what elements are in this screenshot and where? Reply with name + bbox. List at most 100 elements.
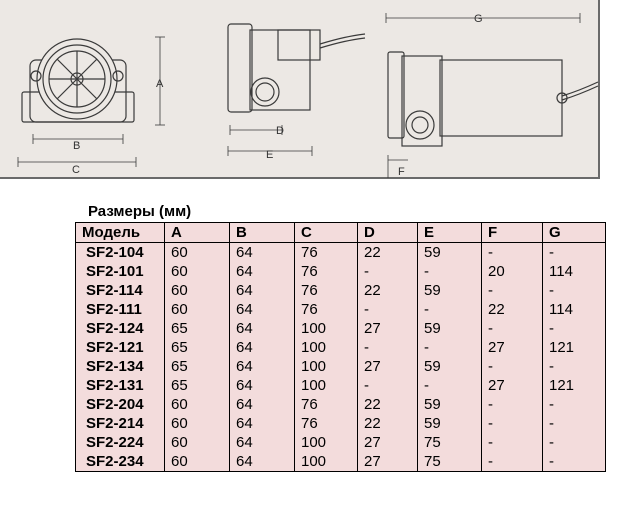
dimension-cell: - [542,433,606,452]
dimension-cell: - [417,262,482,281]
dimension-cell: 114 [542,300,606,319]
dimension-cell: 59 [417,357,482,376]
column-header: G [542,222,606,243]
dimension-cell: 64 [229,452,295,472]
dimension-cell: 64 [229,376,295,395]
dimension-cell: 76 [294,395,358,414]
dimension-cell: 60 [164,433,230,452]
dimension-cell: 76 [294,414,358,433]
dimension-cell: - [357,300,418,319]
dimension-cell: - [357,262,418,281]
dimension-cell: 59 [417,319,482,338]
table-header-row: Модель A B C D E F G [75,222,606,243]
column-header: F [481,222,543,243]
model-cell: SF2-234 [75,452,165,472]
column-header: E [417,222,482,243]
table-title: Размеры (мм) [88,203,192,220]
dimension-cell: - [417,300,482,319]
dimension-cell: 22 [357,242,418,262]
dimension-cell: 20 [481,262,543,281]
dim-label-b: B [73,140,80,152]
column-header: Модель [75,222,165,243]
dimension-cell: 22 [481,300,543,319]
dimension-cell: 64 [229,433,295,452]
dimension-cell: 27 [357,319,418,338]
dimension-cell: 60 [164,281,230,300]
dimension-cell: 100 [294,357,358,376]
dim-label-d: D [276,125,284,137]
dimension-cell: 64 [229,262,295,281]
dimension-cell: 64 [229,414,295,433]
dimension-cell: 121 [542,338,606,357]
model-cell: SF2-114 [75,281,165,300]
dimension-cell: - [417,338,482,357]
dimension-cell: 64 [229,357,295,376]
column-header: D [357,222,418,243]
dimension-cell: 65 [164,319,230,338]
model-cell: SF2-214 [75,414,165,433]
dimension-cell: 59 [417,281,482,300]
dimension-cell: 27 [481,376,543,395]
technical-drawing-panel: A B C D E F G [0,0,600,179]
model-cell: SF2-121 [75,338,165,357]
dimension-cell: 64 [229,338,295,357]
dimension-cell: - [481,414,543,433]
dim-label-g: G [474,13,483,25]
model-cell: SF2-131 [75,376,165,395]
dimension-cell: - [417,376,482,395]
model-cell: SF2-101 [75,262,165,281]
dimension-cell: - [481,452,543,472]
dimension-cell: - [481,395,543,414]
dimension-cell: - [542,414,606,433]
column-header: B [229,222,295,243]
dimension-cell: 60 [164,242,230,262]
front-view-drawing [21,38,135,123]
dimension-cell: 64 [229,319,295,338]
dimension-cell: - [542,452,606,472]
dim-label-f: F [398,166,405,178]
dimension-cell: 60 [164,300,230,319]
dimension-cell: 100 [294,319,358,338]
dimension-cell: 27 [357,452,418,472]
dimension-cell: 22 [357,414,418,433]
dimension-cell: 60 [164,262,230,281]
dimension-cell: - [542,395,606,414]
dimension-cell: 59 [417,242,482,262]
dim-label-a: A [156,78,164,90]
model-cell: SF2-104 [75,242,165,262]
dimension-cell: 76 [294,281,358,300]
dimension-cell: 65 [164,357,230,376]
dimension-cell: 27 [481,338,543,357]
dimension-cell: 60 [164,452,230,472]
dimension-cell: 64 [229,395,295,414]
dimension-cell: - [481,242,543,262]
dimension-cell: 22 [357,281,418,300]
dimension-cell: 114 [542,262,606,281]
dimension-cell: 22 [357,395,418,414]
dimension-cell: - [357,376,418,395]
dimension-cell: 76 [294,262,358,281]
dimension-cell: 75 [417,433,482,452]
dimension-cell: 100 [294,338,358,357]
side-view-drawing [227,23,366,113]
model-cell: SF2-134 [75,357,165,376]
dimension-cell: 64 [229,300,295,319]
dimension-cell: - [542,281,606,300]
dimension-drawings: A B C D E F G [17,13,599,178]
dimension-cell: 65 [164,338,230,357]
dimension-cell: 75 [417,452,482,472]
column-header: A [164,222,230,243]
dimension-cell: - [542,319,606,338]
